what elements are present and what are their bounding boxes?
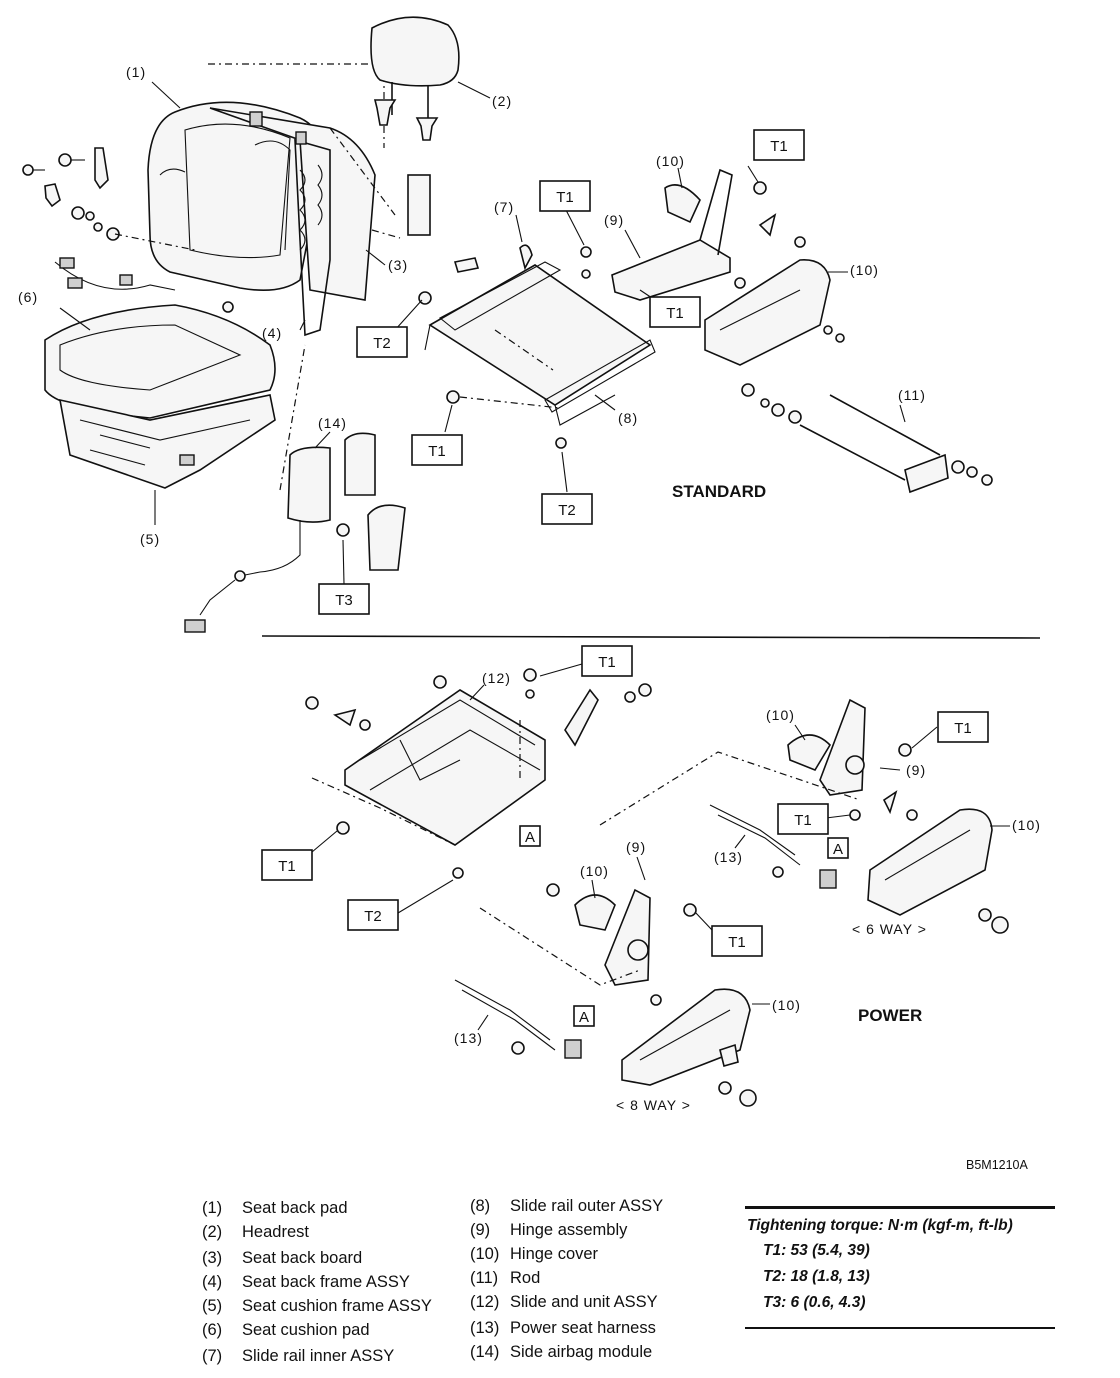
section-label-power: POWER (858, 1006, 922, 1025)
torque-box-t1-i: T1 (711, 925, 763, 957)
power-six-way-hinge (599, 698, 1009, 934)
seat-back-frame (249, 111, 331, 337)
figure-code: B5M1210A (966, 1158, 1029, 1172)
parts-legend: (1)Seat back pad (2)Headrest (3)Seat bac… (202, 1194, 702, 1374)
legend-item: (11)Rod (470, 1269, 541, 1287)
torque-spec-table: Tightening torque: N·m (kgf-m, ft-lb) T1… (745, 1206, 1055, 1329)
legend-item: (2)Headrest (202, 1223, 309, 1241)
svg-text:A: A (579, 1009, 589, 1026)
legend-item: (3)Seat back board (202, 1249, 363, 1267)
headrest (370, 16, 460, 236)
callout-4: (4) (262, 325, 282, 341)
torque-spec-row: T2: 18 (1.8, 13) (763, 1268, 870, 1285)
slide-rail-standard (418, 244, 656, 449)
legend-item: (6)Seat cushion pad (202, 1321, 370, 1339)
torque-box-t1-f: T1 (937, 711, 989, 743)
ref-box-a-2: A (827, 837, 849, 859)
svg-text:A: A (833, 841, 843, 858)
legend-item: (7)Slide rail inner ASSY (202, 1347, 395, 1365)
svg-text:T1: T1 (556, 189, 574, 206)
callout-3: (3) (388, 257, 408, 273)
seat-cushion-frame (58, 394, 276, 489)
torque-box-t1-g: T1 (777, 803, 829, 835)
svg-text:T1: T1 (278, 858, 296, 875)
callout-11: (11) (898, 387, 926, 403)
callout-9-power-b: (9) (626, 839, 646, 855)
callout-8: (8) (618, 410, 638, 426)
seat-back-pad (147, 101, 324, 291)
ref-box-a-3: A (573, 1005, 595, 1027)
callout-9-power-a: (9) (906, 762, 926, 778)
torque-spec-row: T1: 53 (5.4, 39) (763, 1242, 870, 1259)
svg-text:T1: T1 (428, 443, 446, 460)
svg-text:T1: T1 (666, 305, 684, 322)
legend-item: (9)Hinge assembly (470, 1221, 628, 1239)
torque-box-t1-h: T1 (261, 849, 313, 881)
legend-item: (4)Seat back frame ASSY (202, 1273, 410, 1291)
svg-text:T2: T2 (373, 335, 391, 352)
torque-box-t1-d: T1 (411, 434, 463, 466)
legend-item: (5)Seat cushion frame ASSY (202, 1297, 432, 1315)
torque-box-t3: T3 (318, 583, 370, 615)
svg-text:T2: T2 (364, 908, 382, 925)
svg-text:A: A (525, 829, 535, 846)
callout-7: (7) (494, 199, 514, 215)
svg-text:T1: T1 (954, 720, 972, 737)
legend-item: (13)Power seat harness (470, 1319, 656, 1337)
leader-lines (59, 81, 1010, 1031)
callout-10-standard-b: (10) (850, 262, 879, 278)
hinge-standard (611, 168, 845, 366)
torque-box-t1-e: T1 (581, 645, 633, 677)
callout-14: (14) (318, 415, 347, 431)
power-slide-unit (305, 668, 652, 879)
callout-1: (1) (126, 64, 146, 80)
callout-12: (12) (482, 670, 511, 686)
callout-10-power-d: (10) (772, 997, 801, 1013)
torque-box-t1-a: T1 (753, 129, 805, 161)
callout-5: (5) (140, 531, 160, 547)
ref-box-a-1: A (519, 825, 541, 847)
torque-spec-row: T3: 6 (0.6, 4.3) (763, 1294, 866, 1311)
callout-13-power-a: (13) (714, 849, 743, 865)
torque-spec-title: Tightening torque: N·m (kgf-m, ft-lb) (747, 1217, 1013, 1234)
callout-9-standard: (9) (604, 212, 624, 228)
legend-item: (12)Slide and unit ASSY (470, 1293, 658, 1311)
eight-way-label: < 8 WAY > (616, 1097, 691, 1113)
torque-box-t2-c: T2 (347, 899, 399, 931)
rod (741, 383, 993, 494)
six-way-label: < 6 WAY > (852, 921, 927, 937)
side-airbag-module (184, 344, 406, 633)
callout-13-power-b: (13) (454, 1030, 483, 1046)
section-label-standard: STANDARD (672, 482, 766, 501)
callout-10-standard-a: (10) (656, 153, 685, 169)
power-eight-way-hinge (454, 883, 757, 1107)
callout-2: (2) (492, 93, 512, 109)
callout-6: (6) (18, 289, 38, 305)
callout-10-power-a: (10) (766, 707, 795, 723)
torque-box-t1-c: T1 (649, 296, 701, 328)
svg-text:T1: T1 (794, 812, 812, 829)
legend-item: (14)Side airbag module (470, 1343, 653, 1361)
callout-10-power-c: (10) (580, 863, 609, 879)
left-fasteners (22, 147, 234, 313)
legend-item: (8)Slide rail outer ASSY (470, 1197, 664, 1215)
svg-text:T1: T1 (598, 654, 616, 671)
svg-text:T2: T2 (558, 502, 576, 519)
svg-text:T1: T1 (770, 138, 788, 155)
torque-box-t2-a: T2 (356, 326, 408, 358)
seat-cushion-pad (44, 304, 276, 419)
legend-item: (10)Hinge cover (470, 1245, 599, 1263)
legend-item: (1)Seat back pad (202, 1199, 348, 1217)
callout-10-power-b: (10) (1012, 817, 1041, 833)
svg-text:T1: T1 (728, 934, 746, 951)
torque-box-t1-b: T1 (539, 180, 591, 212)
svg-text:T3: T3 (335, 592, 353, 609)
torque-box-t2-b: T2 (541, 493, 593, 525)
section-divider (261, 635, 1041, 639)
